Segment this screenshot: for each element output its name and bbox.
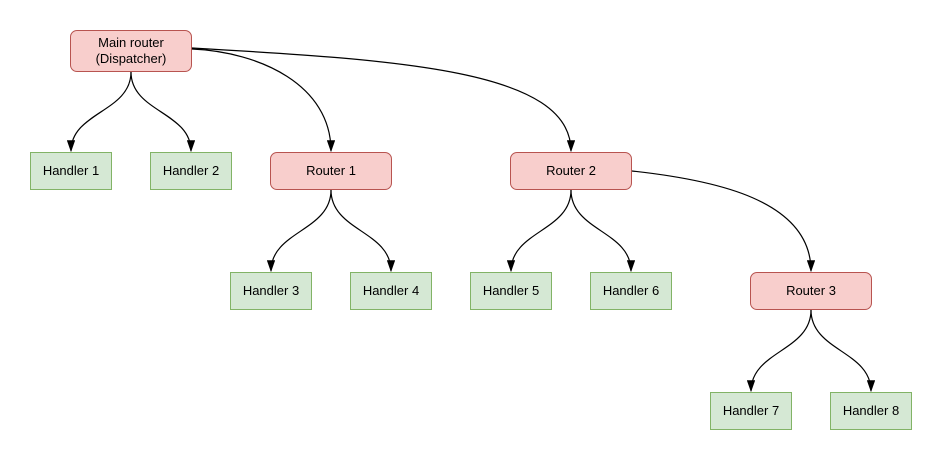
- edge-router-3-to-handler-8: [810, 309, 876, 393]
- node-handler-5: Handler 5: [470, 272, 552, 310]
- node-handler-3: Handler 3: [230, 272, 312, 310]
- edge-router-3-to-handler-7: [746, 309, 812, 393]
- edge-main-router-to-handler-1: [66, 71, 132, 153]
- edge-router-1-to-handler-3: [266, 189, 332, 273]
- node-main-router: Main router (Dispatcher): [70, 30, 192, 72]
- node-router-3: Router 3: [750, 272, 872, 310]
- node-handler-8: Handler 8: [830, 392, 912, 430]
- edge-main-router-to-handler-2: [130, 71, 196, 153]
- node-handler-2: Handler 2: [150, 152, 232, 190]
- node-router-2: Router 2: [510, 152, 632, 190]
- edge-router-2-to-router-3: [631, 170, 816, 273]
- node-handler-7: Handler 7: [710, 392, 792, 430]
- edge-router-2-to-handler-6: [570, 189, 636, 273]
- edge-main-router-to-router-1: [191, 48, 336, 153]
- node-router-1: Router 1: [270, 152, 392, 190]
- edge-router-1-to-handler-4: [330, 189, 396, 273]
- node-handler-1: Handler 1: [30, 152, 112, 190]
- edge-router-2-to-handler-5: [506, 189, 572, 273]
- edge-main-router-to-router-2: [191, 47, 576, 153]
- node-handler-4: Handler 4: [350, 272, 432, 310]
- node-handler-6: Handler 6: [590, 272, 672, 310]
